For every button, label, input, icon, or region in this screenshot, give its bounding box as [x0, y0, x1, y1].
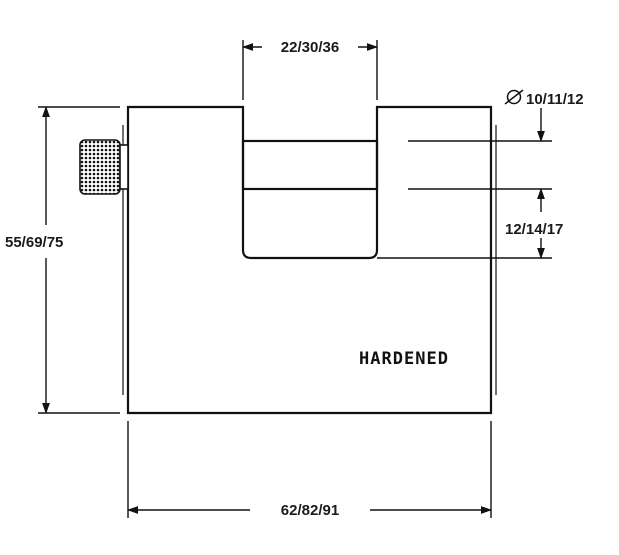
- diameter-symbol-icon: [504, 89, 524, 105]
- dimension-shackle-clearance: 12/14/17: [377, 187, 563, 260]
- dimension-shackle-gap: 22/30/36: [241, 39, 379, 100]
- knurled-cylinder-icon: [79, 139, 129, 195]
- dimension-shackle-clearance-label: 12/14/17: [505, 221, 563, 238]
- dimension-shackle-gap-label: 22/30/36: [281, 39, 339, 56]
- padlock-body-outline: [126, 105, 493, 415]
- dimension-width-label: 62/82/91: [281, 502, 339, 519]
- dimension-shackle-diameter-label: 10/11/12: [526, 91, 584, 108]
- hardened-marking: HARDENED: [359, 349, 449, 369]
- dimension-height: 55/69/75: [5, 105, 120, 415]
- dimension-shackle-diameter: 10/11/12: [408, 89, 584, 190]
- shackle-bar: [241, 139, 379, 191]
- dimension-height-label: 55/69/75: [5, 234, 63, 251]
- dimension-width: 62/82/91: [126, 421, 493, 519]
